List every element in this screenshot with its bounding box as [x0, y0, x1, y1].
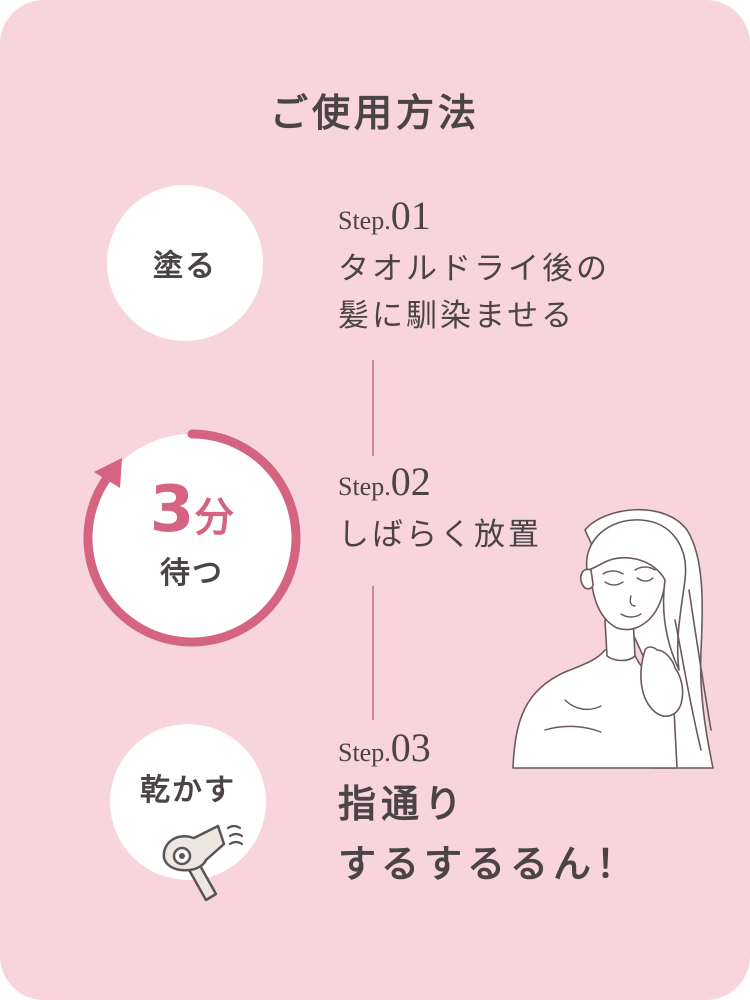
step3-block: Step.03 指通り するするるん！ [338, 728, 639, 894]
timer-text: 3分 待つ [76, 422, 308, 654]
step-connector-line [372, 586, 374, 720]
step-text-line: しばらく放置 [338, 517, 542, 553]
step-number: 02 [390, 459, 431, 504]
step-word: Step. [338, 472, 391, 501]
step1-block: Step.01 タオルドライ後の 髪に馴染ませる [338, 196, 610, 340]
step-word: Step. [338, 206, 391, 235]
hair-dryer-icon [162, 824, 244, 902]
step1-icon-label: 塗る [153, 249, 217, 284]
timer-sub-label: 待つ [160, 556, 224, 591]
step3-icon-label: 乾かす [140, 773, 236, 808]
step2-block: Step.02 しばらく放置 [338, 462, 542, 559]
timer-unit: 分 [194, 495, 235, 541]
step2-description: しばらく放置 [338, 512, 542, 559]
step-number: 01 [390, 193, 431, 238]
step1-label: Step.01 [338, 196, 610, 236]
step2-label: Step.02 [338, 462, 542, 502]
step-text-line: 髪に馴染ませる [338, 298, 576, 334]
circular-arrow-icon [83, 429, 301, 647]
step3-description: 指通り するするるん！ [338, 774, 639, 894]
timer-number: 3 [149, 473, 195, 547]
step1-icon-circle: 塗る [107, 185, 263, 341]
step-word: Step. [338, 738, 391, 767]
step-text-line: タオルドライ後の [338, 251, 610, 287]
woman-illustration [512, 508, 714, 769]
step-text-line: するするるん！ [338, 842, 640, 886]
step-text-line: 指通り [338, 782, 468, 826]
timer-icon: 3分 待つ [76, 422, 308, 654]
timer-value: 3分 [150, 478, 235, 542]
step-number: 03 [390, 725, 431, 770]
step1-description: タオルドライ後の 髪に馴染ませる [338, 246, 610, 340]
step-connector-line [372, 360, 374, 456]
step3-label: Step.03 [338, 728, 639, 768]
page-title: ご使用方法 [269, 91, 480, 135]
